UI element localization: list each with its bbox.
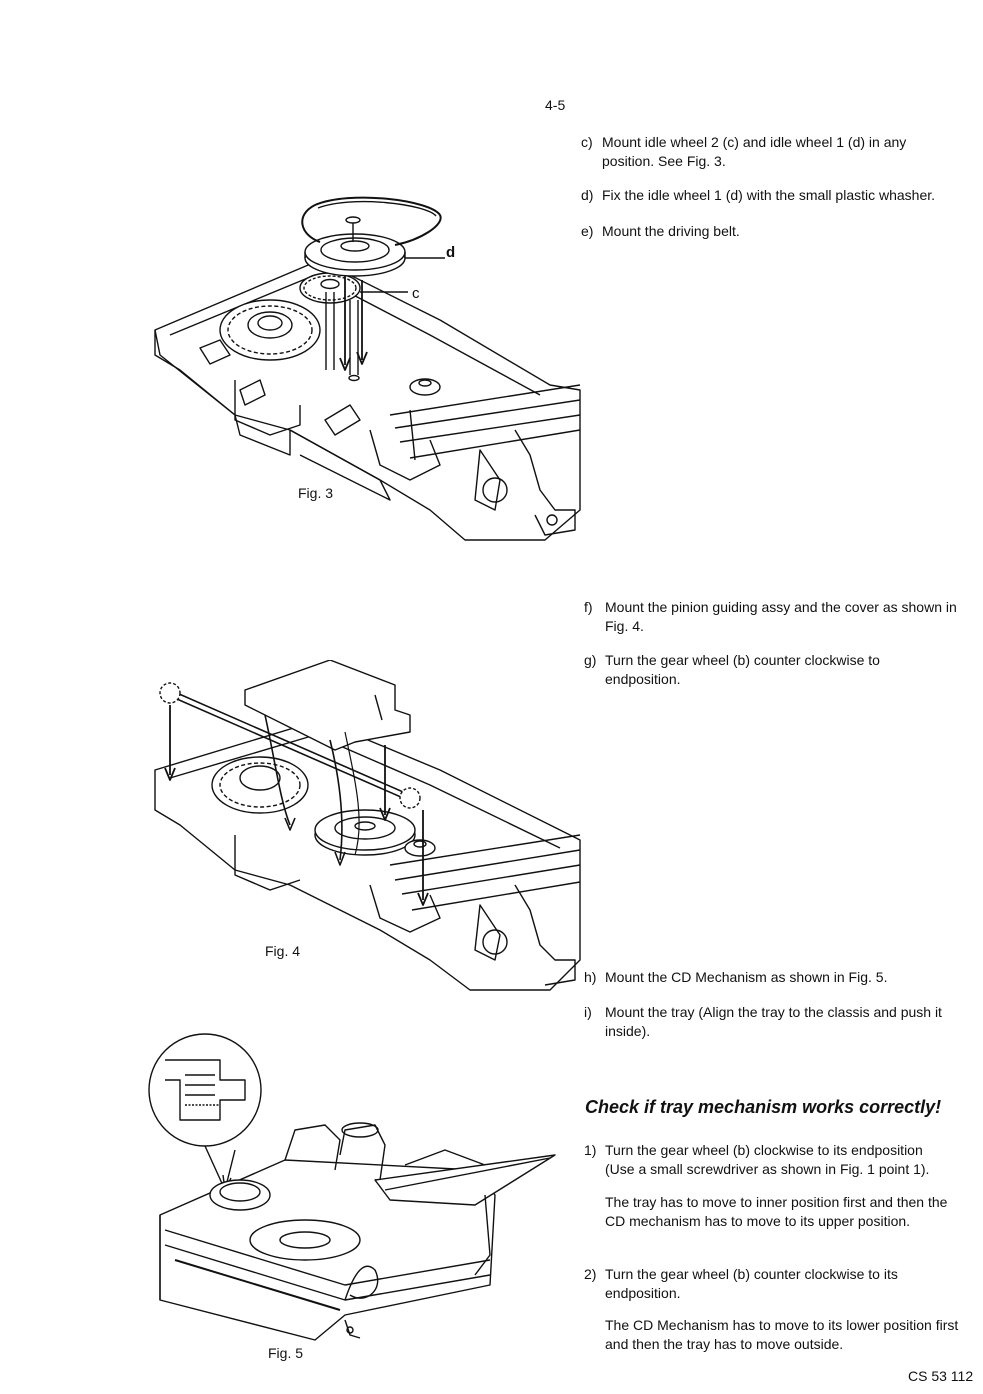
figure-4-illustration [140, 660, 585, 1000]
step-c: c) Mount idle wheel 2 (c) and idle wheel… [581, 133, 971, 173]
fig3-caption: Fig. 3 [298, 485, 334, 501]
step-text-line: Turn the gear wheel (b) clockwise to its… [605, 1142, 923, 1158]
step-text-line: Fig. 4. [605, 618, 644, 634]
step-text-line: Mount idle wheel 2 (c) and idle wheel 1 … [602, 134, 907, 150]
figure-3-illustration [140, 180, 585, 550]
step-label: g) [584, 652, 597, 668]
step-label: 2) [584, 1266, 597, 1282]
step-label: h) [584, 969, 597, 985]
step-label: f) [584, 599, 593, 615]
check-heading: Check if tray mechanism works correctly! [585, 1097, 942, 1117]
step-text-line: Fix the idle wheel 1 (d) with the small … [602, 187, 936, 203]
step-f: f) Mount the pinion guiding assy and the… [584, 598, 979, 638]
document-number: CS 53 112 [908, 1368, 974, 1384]
check-1-note: The tray has to move to inner position f… [605, 1193, 980, 1233]
step-text-line: Turn the gear wheel (b) counter clockwis… [605, 652, 880, 668]
check-2-note: The CD Mechanism has to move to its lowe… [605, 1316, 980, 1356]
note-line: The tray has to move to inner position f… [605, 1194, 948, 1210]
note-line: CD mechanism has to move to its upper po… [605, 1213, 911, 1229]
step-label: d) [581, 187, 594, 203]
step-text-line: endposition. [605, 1285, 681, 1301]
step-text-line: Mount the pinion guiding assy and the co… [605, 599, 957, 615]
step-label: i) [584, 1004, 592, 1020]
fig5-caption: Fig. 5 [268, 1345, 304, 1361]
step-g: g) Turn the gear wheel (b) counter clock… [584, 651, 979, 691]
step-i: i) Mount the tray (Align the tray to the… [584, 1003, 979, 1043]
step-text-line: endposition. [605, 671, 681, 687]
step-text-line: Turn the gear wheel (b) counter clockwis… [605, 1266, 898, 1282]
step-label: 1) [584, 1142, 597, 1158]
fig3-callout-c: c [412, 285, 420, 302]
step-label: c) [581, 134, 593, 150]
fig3-callout-d: d [446, 244, 456, 261]
note-line: The CD Mechanism has to move to its lowe… [605, 1317, 959, 1333]
figure-5-illustration [145, 1030, 560, 1350]
step-text-line: position. See Fig. 3. [602, 153, 726, 169]
note-line: and then the tray has to move outside. [605, 1336, 844, 1352]
step-h: h) Mount the CD Mechanism as shown in Fi… [584, 968, 979, 988]
step-text-line: Mount the tray (Align the tray to the cl… [605, 1004, 942, 1020]
check-1: 1) Turn the gear wheel (b) clockwise to … [584, 1141, 979, 1181]
fig4-caption: Fig. 4 [265, 943, 301, 959]
step-e: e) Mount the driving belt. [581, 222, 971, 242]
step-text-line: (Use a small screwdriver as shown in Fig… [605, 1161, 930, 1177]
step-d: d) Fix the idle wheel 1 (d) with the sma… [581, 186, 971, 206]
step-text-line: inside). [605, 1023, 651, 1039]
check-2: 2) Turn the gear wheel (b) counter clock… [584, 1265, 979, 1305]
page-number: 4-5 [545, 97, 566, 113]
step-text-line: Mount the CD Mechanism as shown in Fig. … [605, 969, 888, 985]
step-label: e) [581, 223, 594, 239]
step-text-line: Mount the driving belt. [602, 223, 740, 239]
